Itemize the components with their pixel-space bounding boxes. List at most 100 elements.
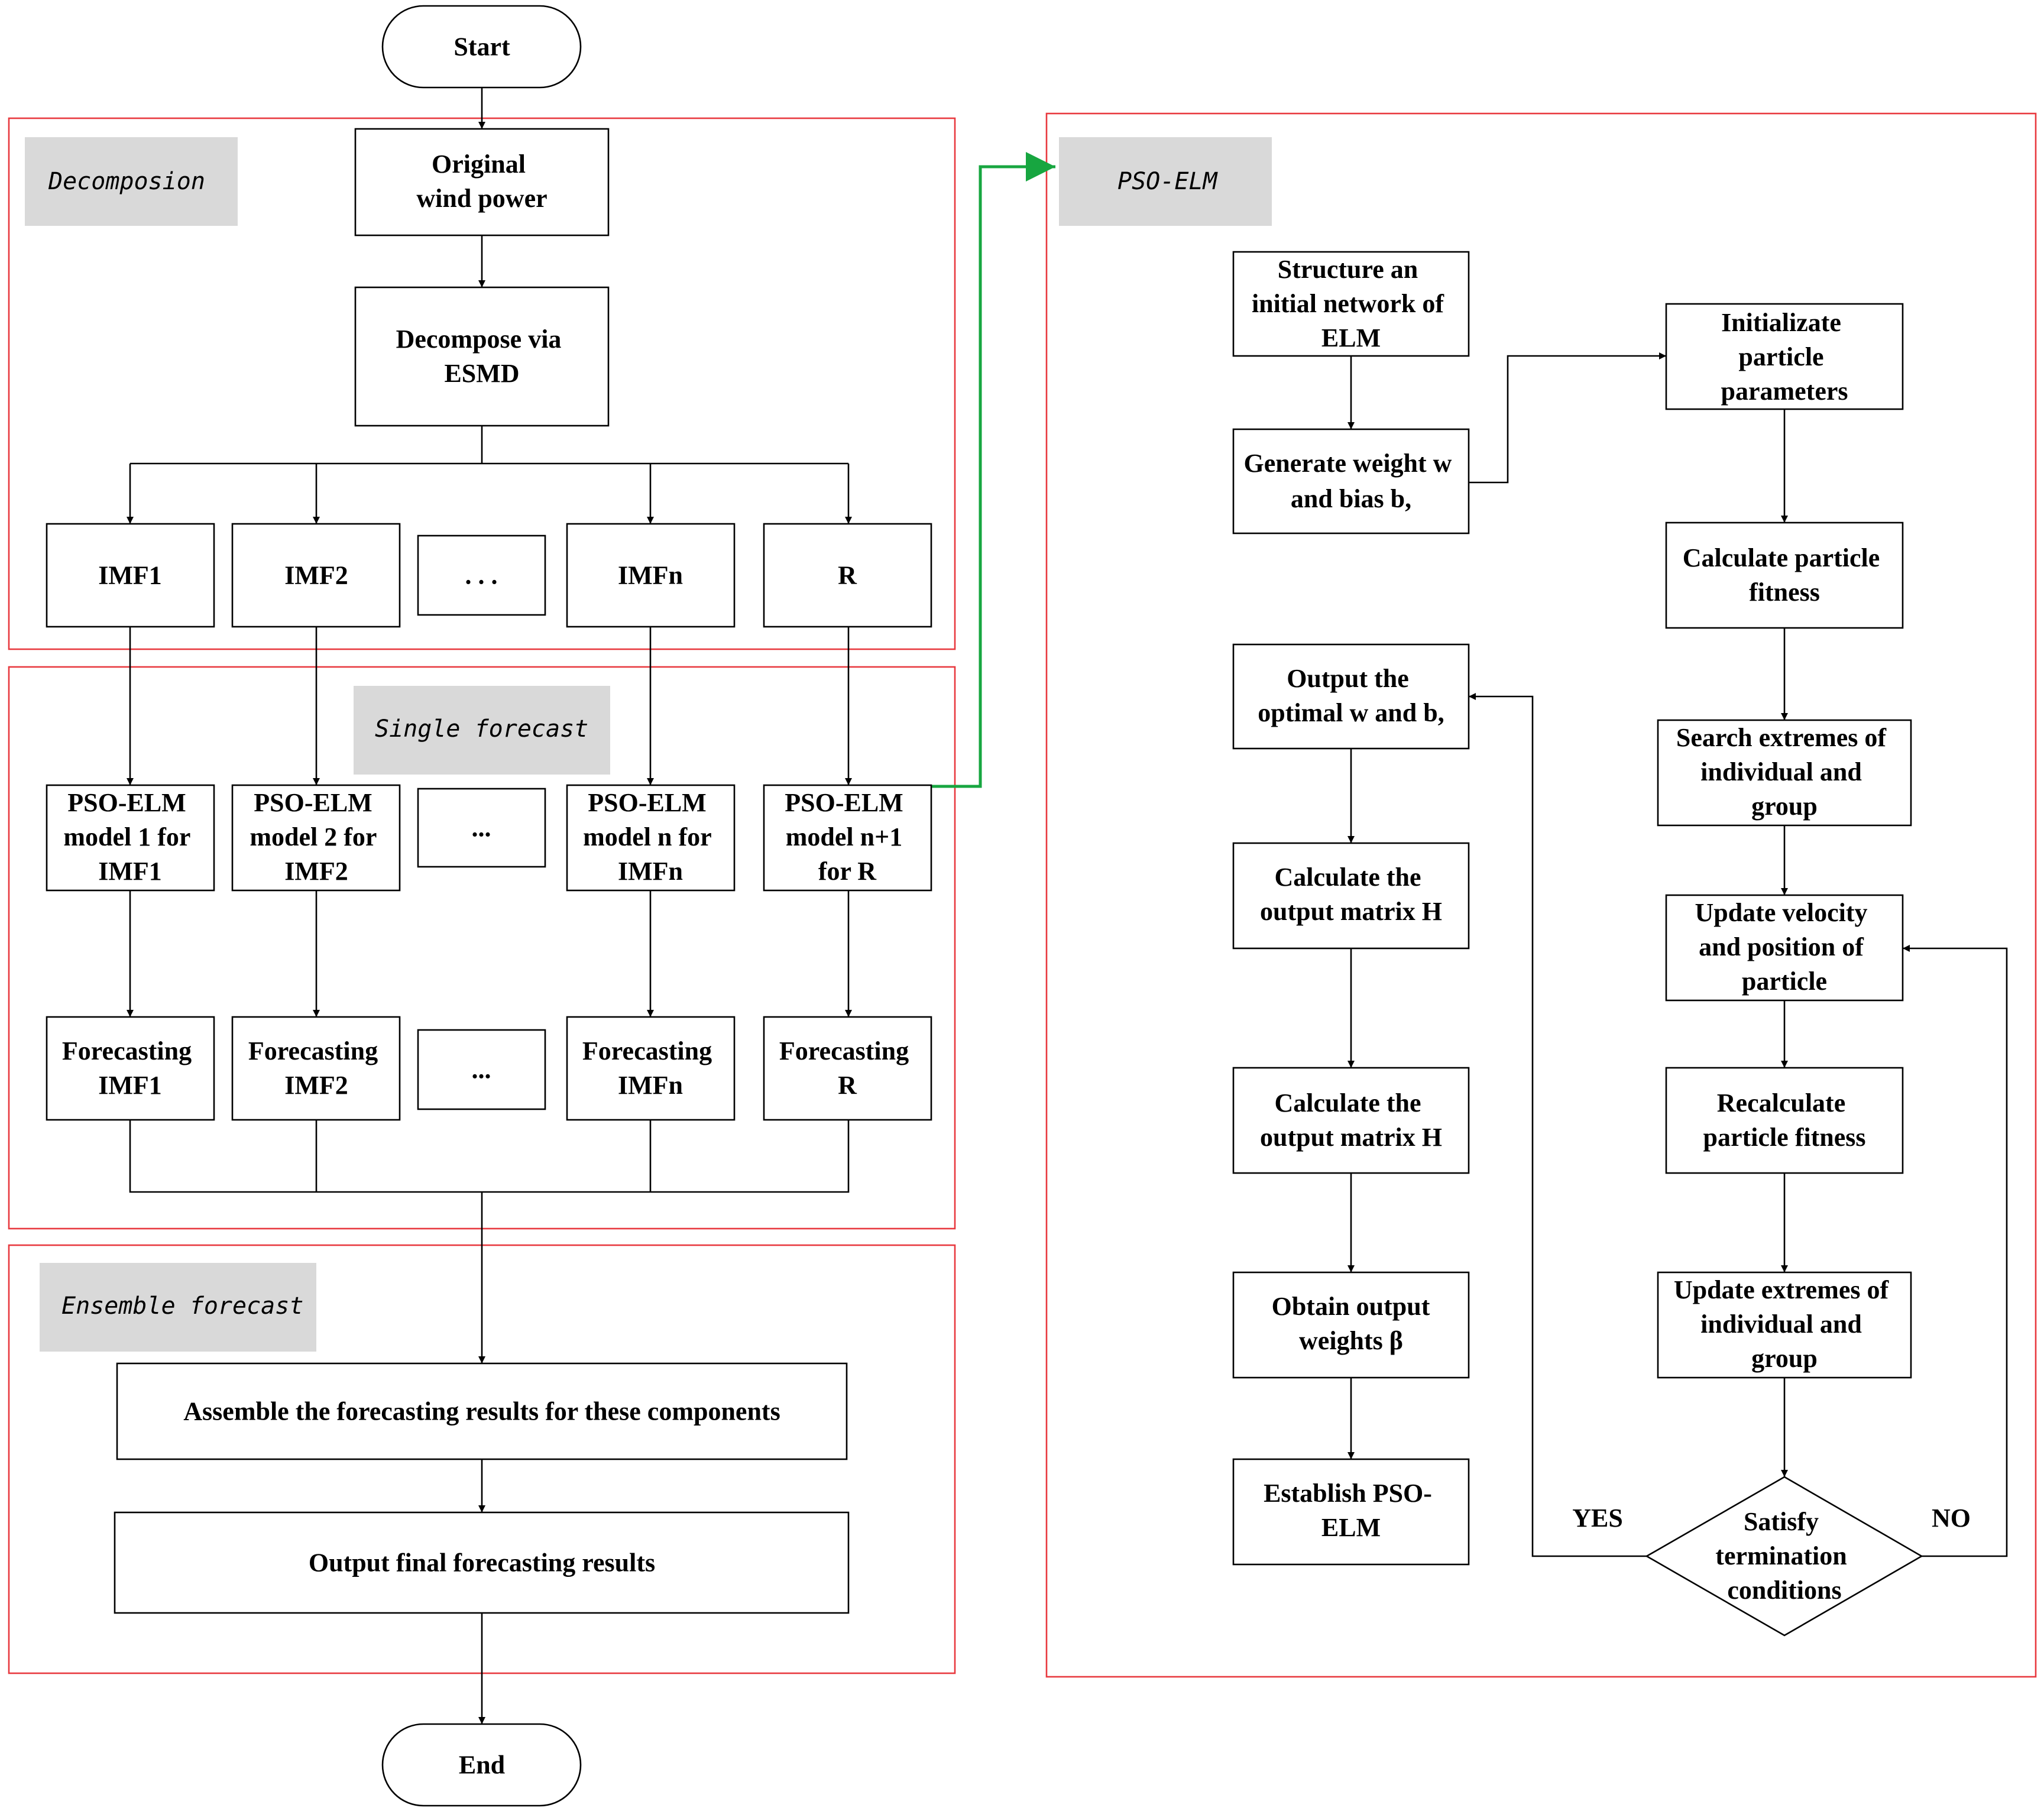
pso-elm-tag: PSO-ELM [1059,137,1272,226]
calc-fitness-line-1: Calculate particle [1683,543,1880,572]
model-n1-line-3: for R [818,857,877,886]
svg-text:Decompose via ESMD: Decompose via ESMD [396,325,568,388]
forecasting-imf1-line-2: IMF1 [98,1071,162,1100]
satisfy-line-1: Satisfy [1744,1507,1819,1536]
model-n-box: PSO-ELM model n for IMFn [566,784,736,892]
svg-text:Initializate particle: Initializate particle parameters [1721,308,1848,406]
output-final-results-box: Output final forecasting results [114,1511,850,1614]
decompose-esmd-box: Decompose via ESMD [354,286,610,427]
svg-text:Update extremes of indiv: Update extremes of individual and group [1674,1275,1895,1373]
pso-elm-connectors [1347,352,2008,1557]
init-line-2: particle [1738,342,1823,371]
establish-line-2: ELM [1321,1513,1381,1542]
forecasting-ellipsis-box: ... [417,1029,546,1110]
imf-ellipsis-box: . . . [417,534,546,616]
svg-text:Forecasting IMF1: Forecasting IMF1 [62,1036,198,1100]
single-forecast-tag-label: Single forecast [375,715,588,743]
init-line-3: parameters [1721,377,1848,406]
calc-h2-line-2: output matrix H [1260,1123,1442,1152]
model-n1-line-2: model n+1 [786,822,902,851]
update-extremes-line-2: individual and [1700,1310,1862,1339]
model-2-line-3: IMF2 [284,857,348,886]
satisfy-line-3: conditions [1727,1576,1841,1605]
svg-text:Forecasting IMFn: Forecasting IMFn [582,1036,718,1100]
termination-decision-diamond: Satisfy termination conditions [1645,1476,1923,1637]
single-forecast-tag: Single forecast [354,686,610,775]
decompose-line-2: ESMD [444,359,519,388]
left-flow-connectors [127,88,852,1724]
imf1-label: IMF1 [98,561,162,590]
imf1-box: IMF1 [46,523,215,628]
structure-elm-box: Structure an initial network of ELM [1232,251,1470,357]
model-n-line-1: PSO-ELM [588,788,706,817]
calc-h1-line-1: Calculate the [1274,863,1421,892]
establish-pso-elm-box: Establish PSO- ELM [1232,1458,1470,1566]
forecasting-imf2-box: Forecasting IMF2 [231,1016,401,1121]
imf2-box: IMF2 [231,523,401,628]
svg-text:PSO-ELM model n+1: PSO-ELM model n+1 for R [785,788,909,886]
svg-text:PSO-ELM model 1 for: PSO-ELM model 1 for IMF1 [63,788,196,886]
update-velocity-line-1: Update velocity [1695,898,1867,927]
update-extremes-line-3: group [1751,1344,1818,1373]
structure-line-3: ELM [1321,323,1381,352]
search-extremes-box: Search extremes of individual and group [1657,719,1912,827]
svg-text:Update velocity and posi: Update velocity and position of particle [1695,898,1874,996]
svg-text:Calculate particle fitne: Calculate particle fitness [1683,543,1887,607]
original-wind-power-box: Original wind power [354,128,610,237]
search-line-3: group [1751,792,1818,821]
model-ellipsis-box: ... [417,788,546,868]
calc-fitness-line-2: fitness [1749,578,1820,607]
svg-text:Calculate the output mat: Calculate the output matrix H [1260,1088,1442,1152]
initialize-particle-box: Initializate particle parameters [1665,303,1904,410]
forecasting-r-line-2: R [838,1071,857,1100]
ensemble-forecast-tag: Ensemble forecast [40,1263,316,1352]
output-optimal-box: Output the optimal w and b, [1232,643,1470,750]
init-line-1: Initializate [1721,308,1841,337]
imf2-label: IMF2 [284,561,348,590]
ensemble-forecast-tag-label: Ensemble forecast [61,1292,303,1320]
forecasting-imf1-box: Forecasting IMF1 [46,1016,215,1121]
svg-text:Generate weight w and bi: Generate weight w and bias b, [1244,449,1459,513]
svg-text:Search extremes of indiv: Search extremes of individual and group [1676,723,1893,821]
update-velocity-line-3: particle [1742,967,1827,996]
svg-text:Establish PSO- ELM: Establish PSO- ELM [1264,1479,1439,1542]
generate-line-1: Generate weight w [1244,449,1452,478]
original-line-1: Original [432,150,526,179]
r-label: R [838,561,857,590]
svg-text:Calculate the output mat: Calculate the output matrix H [1260,863,1442,926]
model-ellipsis-label: ... [472,814,491,843]
forecasting-imf1-line-1: Forecasting [62,1036,192,1065]
svg-text:Structure an initial net: Structure an initial network of ELM [1252,255,1450,352]
start-terminal: Start [381,5,582,89]
svg-text:Forecasting IMF2: Forecasting IMF2 [248,1036,384,1100]
start-label: Start [453,33,510,61]
model-n-line-3: IMFn [618,857,683,886]
svg-text:PSO-ELM model 2 for: PSO-ELM model 2 for IMF2 [250,788,383,886]
calculate-output-matrix-box-2: Calculate the output matrix H [1232,1067,1470,1174]
calculate-particle-fitness-box: Calculate particle fitness [1665,521,1904,629]
svg-text:Obtain output weights β: Obtain output weights β [1272,1292,1437,1355]
imf-ellipsis-label: . . . [465,561,498,590]
update-extremes-line-1: Update extremes of [1674,1275,1890,1304]
model-n-line-2: model n for [583,822,711,851]
obtain-line-2: weights β [1299,1326,1403,1355]
calc-h2-line-1: Calculate the [1274,1088,1421,1117]
pso-elm-tag-label: PSO-ELM [1117,168,1218,195]
svg-text:Recalculate particle fit: Recalculate particle fitness [1703,1088,1866,1152]
forecasting-imf2-line-2: IMF2 [284,1071,348,1100]
model-1-box: PSO-ELM model 1 for IMF1 [46,784,215,892]
forecasting-imfn-line-1: Forecasting [582,1036,712,1065]
pso-elm-link-arrow [931,152,1055,788]
forecasting-imfn-line-2: IMFn [618,1071,683,1100]
forecasting-ellipsis-label: ... [472,1055,491,1084]
model-n1-line-1: PSO-ELM [785,788,903,817]
calc-h1-line-2: output matrix H [1260,897,1442,926]
generate-line-2: and bias b, [1291,484,1411,513]
svg-text:PSO-ELM model n for: PSO-ELM model n for IMFn [583,788,718,886]
recalc-line-2: particle fitness [1703,1123,1866,1152]
forecasting-imf2-line-1: Forecasting [248,1036,378,1065]
decomposition-tag: Decomposion [25,137,238,226]
structure-line-1: Structure an [1278,255,1418,284]
